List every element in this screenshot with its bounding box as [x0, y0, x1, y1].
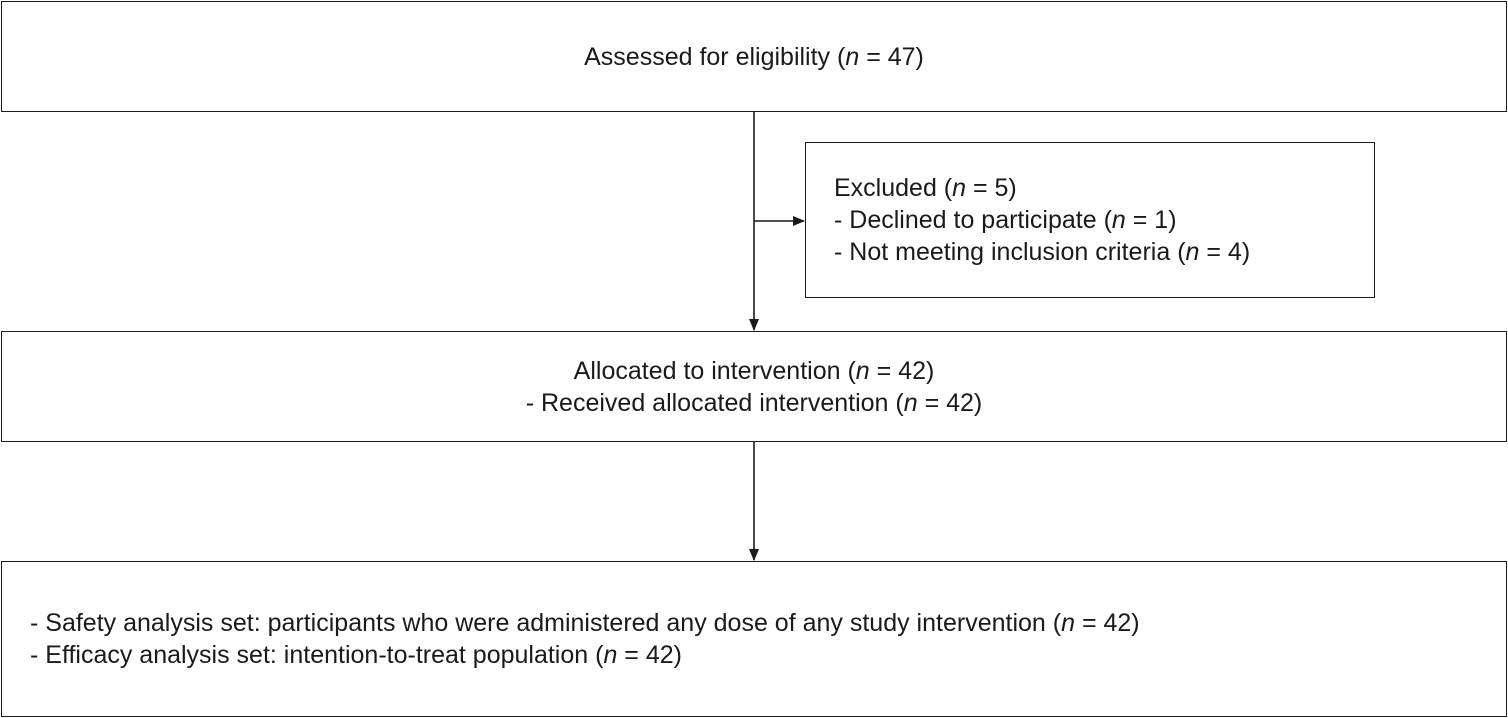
- assessed-line: Assessed for eligibility (n = 47): [584, 42, 924, 71]
- excluded-box: Excluded (n = 5) - Declined to participa…: [805, 142, 1375, 298]
- analysis-item-safety: - Safety analysis set: participants who …: [30, 609, 1140, 637]
- assessed-box: Assessed for eligibility (n = 47): [1, 1, 1507, 112]
- allocated-box: Allocated to intervention (n = 42) - Rec…: [1, 331, 1507, 442]
- analysis-box: - Safety analysis set: participants who …: [1, 561, 1507, 717]
- excluded-title: Excluded (n = 5): [834, 174, 1017, 202]
- excluded-item-not-meeting-criteria: - Not meeting inclusion criteria (n = 4): [834, 238, 1251, 266]
- excluded-item-declined: - Declined to participate (n = 1): [834, 206, 1177, 234]
- analysis-item-efficacy: - Efficacy analysis set: intention-to-tr…: [30, 641, 682, 669]
- allocated-title: Allocated to intervention (n = 42): [573, 356, 935, 385]
- allocated-item-received: - Received allocated intervention (n = 4…: [525, 388, 983, 417]
